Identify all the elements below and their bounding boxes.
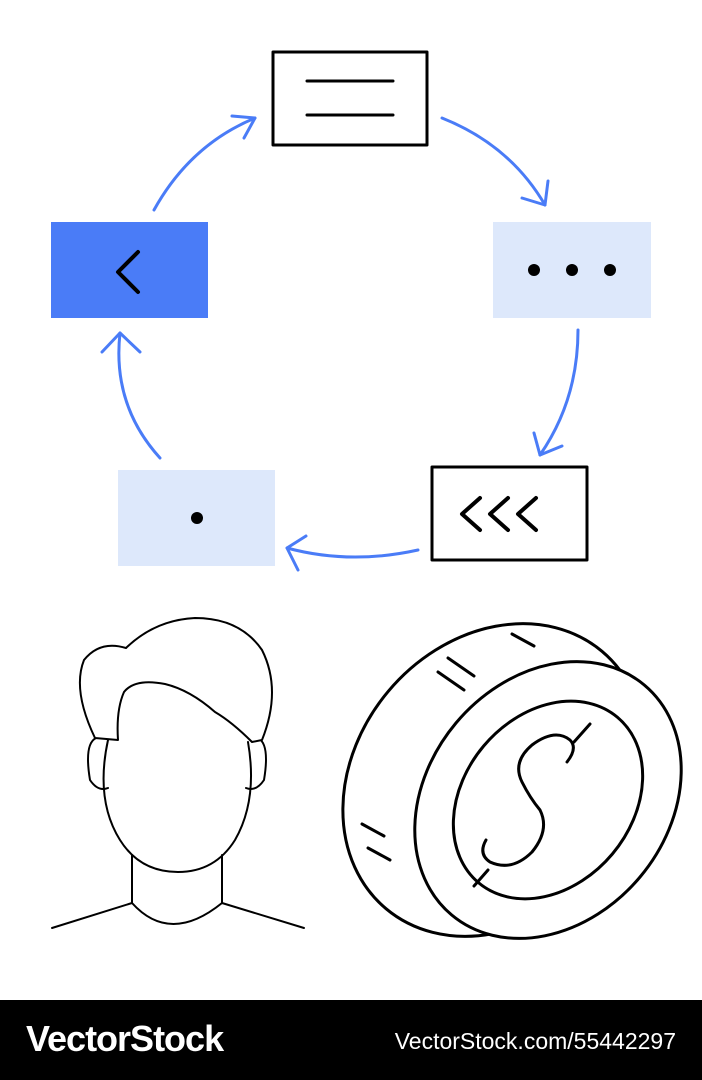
ellipsis-card-icon xyxy=(493,222,651,318)
image-id-text: VectorStock.com/55442297 xyxy=(394,1028,676,1054)
triple-chevron-card-icon xyxy=(430,465,589,562)
dot-card-icon xyxy=(118,470,275,566)
lines-card-icon xyxy=(271,50,429,147)
back-chevron-card-icon xyxy=(51,222,208,318)
cycle-arrows xyxy=(100,114,580,572)
cycle-illustration xyxy=(51,50,683,940)
watermark-footer: VectorStock VectorStock.com/55442297 xyxy=(0,1000,702,1080)
brand-logo-text: VectorStock xyxy=(26,1018,224,1059)
arrow-right xyxy=(538,328,580,457)
dollar-coin-icon xyxy=(341,622,683,940)
arrow-bottom xyxy=(285,546,420,559)
person-silhouette-icon xyxy=(51,617,305,929)
arrow-top-left xyxy=(152,116,257,212)
arrow-left xyxy=(117,331,162,460)
arrow-top-right xyxy=(440,116,547,207)
